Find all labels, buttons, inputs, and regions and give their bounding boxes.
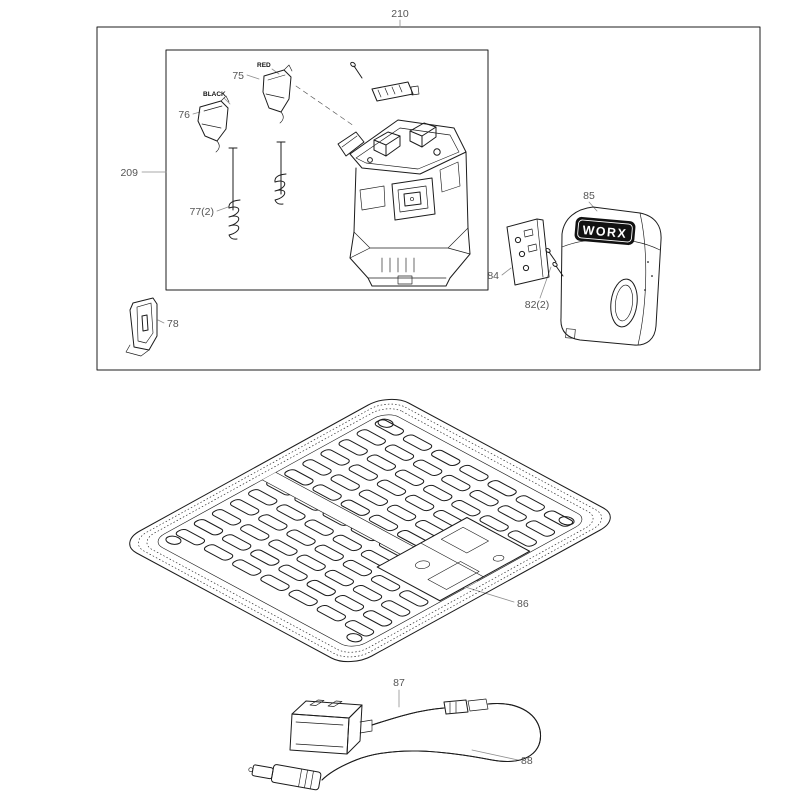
red-marking-text: RED [257, 62, 271, 69]
black-marking-text: BLACK [203, 91, 226, 98]
brand-logo-text: WORX [582, 223, 628, 241]
part-label-209: 209 [120, 167, 138, 179]
red-terminal-drawing [262, 64, 293, 124]
inline-connector [443, 698, 489, 715]
part-label-75: 75 [232, 70, 244, 82]
station-mount-area [377, 518, 529, 601]
cable-end-plug [248, 764, 322, 791]
pcb-strip-drawing [371, 81, 420, 102]
part-label-210: 210 [391, 8, 409, 20]
wall-bracket-drawing [125, 297, 158, 357]
brand-logo: WORX [574, 216, 636, 246]
part-labels: 210 209 75 RED 76 BLACK 77(2) 78 84 82(2… [120, 8, 595, 767]
black-terminal-drawing [197, 95, 230, 153]
terminal-group-209-box [165, 49, 489, 291]
contact-plate-drawing [506, 218, 550, 286]
part-label-78: 78 [167, 318, 179, 330]
charging-station-drawing [337, 119, 471, 287]
cover-drawing: WORX [560, 206, 662, 346]
part-label-85: 85 [583, 190, 595, 202]
part-label-86: 86 [517, 598, 529, 610]
part-label-77: 77(2) [189, 206, 214, 218]
deck-screw-drawing [350, 61, 363, 79]
part-label-88: 88 [521, 755, 533, 767]
assembly-210-box [96, 26, 761, 371]
assembly-guide-dashed-line [295, 85, 355, 127]
power-cable-drawing [248, 698, 542, 791]
part-label-87: 87 [393, 677, 405, 689]
leader-lines [141, 19, 598, 761]
springs-drawing [228, 173, 287, 240]
contact-pins-drawing [228, 141, 286, 211]
part-label-82: 82(2) [525, 299, 550, 311]
base-plate-drawing [118, 393, 622, 668]
power-plug-drawing [289, 699, 373, 755]
part-label-84: 84 [487, 270, 499, 282]
part-label-76: 76 [178, 109, 190, 121]
